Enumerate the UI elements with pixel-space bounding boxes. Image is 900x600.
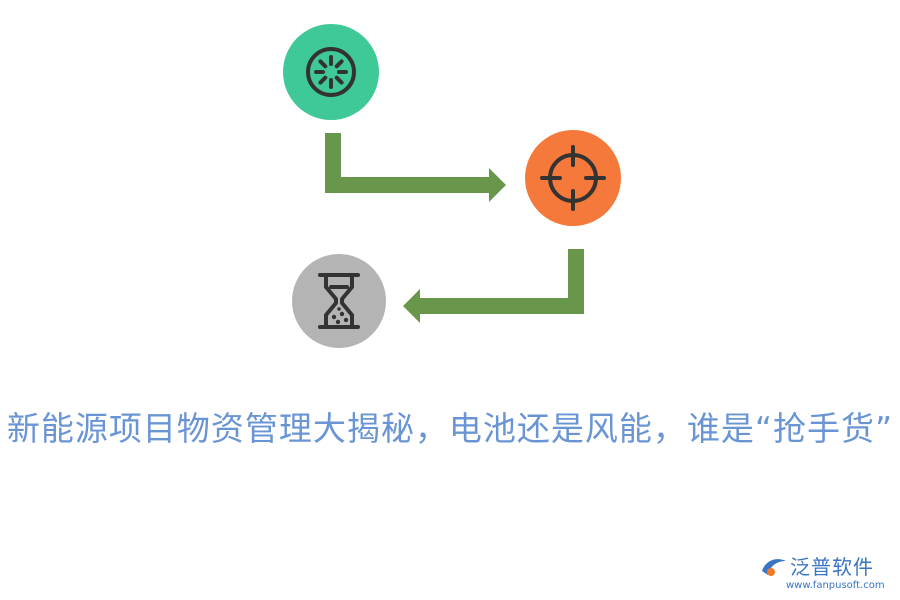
gear-icon bbox=[306, 47, 356, 97]
brand-url[interactable]: www.fanpusoft.com bbox=[786, 580, 885, 591]
headline-caption: 新能源项目物资管理大揭秘，电池还是风能，谁是“抢手货” bbox=[6, 409, 894, 448]
step-circle-right bbox=[525, 130, 621, 226]
step-circle-bottom bbox=[292, 254, 386, 348]
hourglass-icon bbox=[318, 273, 360, 329]
step-circle-top bbox=[283, 24, 379, 120]
arrow-right-to-bottom bbox=[403, 249, 584, 323]
brand-mark-icon bbox=[762, 559, 786, 576]
brand-logo[interactable]: 泛普软件 www.fanpusoft.com bbox=[760, 553, 890, 597]
brand-name: 泛普软件 bbox=[790, 555, 874, 579]
target-crosshair-icon bbox=[540, 145, 606, 211]
flow-diagram bbox=[283, 24, 621, 348]
arrow-top-to-right bbox=[325, 133, 506, 202]
